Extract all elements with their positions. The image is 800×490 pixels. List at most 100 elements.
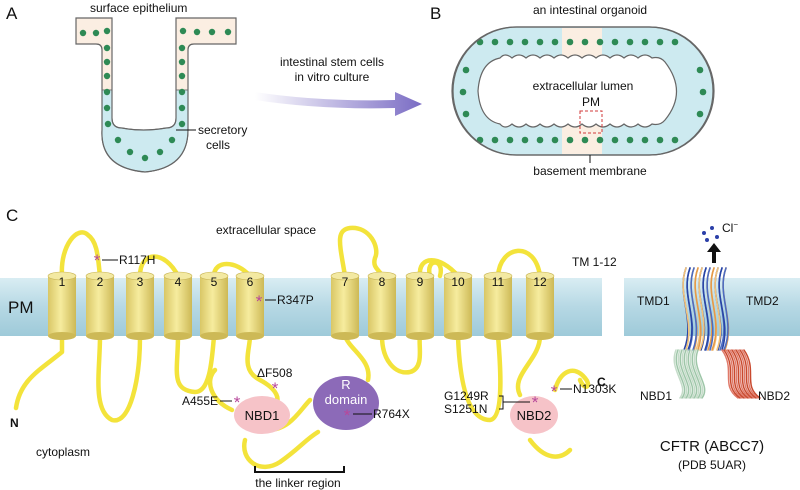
helix-11: 11	[483, 271, 513, 340]
protein-chain	[13, 225, 591, 470]
panel-c-letter: C	[6, 206, 18, 225]
nucleus	[581, 38, 589, 46]
mutation-markers: * R117H * R347P * ΔF508 * A455E * R764X …	[94, 251, 617, 425]
helix-6: 6	[235, 271, 265, 340]
panel-b: B an intestinal organoid extracellular l…	[430, 3, 715, 178]
nucleus	[193, 28, 201, 36]
linker-bracket	[254, 466, 345, 473]
helix-number-6: 6	[247, 275, 254, 289]
helix-12: 12	[525, 271, 555, 340]
nucleus	[699, 88, 707, 96]
helix-number-4: 4	[175, 275, 182, 289]
helix-number-3: 3	[137, 275, 144, 289]
helix-number-1: 1	[59, 275, 66, 289]
nucleus	[656, 38, 664, 46]
organoid-lumen	[477, 54, 677, 128]
nucleus	[536, 38, 544, 46]
cytoplasm-label: cytoplasm	[36, 445, 90, 459]
nucleus	[178, 120, 186, 128]
nucleus	[626, 136, 634, 144]
cftr-ribbon	[673, 267, 761, 399]
nucleus	[224, 28, 232, 36]
nucleus	[208, 28, 216, 36]
surface-epithelium-label: surface epithelium	[90, 1, 187, 15]
helix-10: 10	[443, 271, 473, 340]
structure-title: CFTR (ABCC7)	[660, 438, 764, 455]
nucleus	[671, 38, 679, 46]
helix-number-9: 9	[417, 275, 424, 289]
nucleus	[459, 88, 467, 96]
panel-c: C extracellular space PM TM 1-12	[0, 206, 800, 490]
nucleus	[491, 136, 499, 144]
nbd1-domain	[234, 396, 290, 434]
nbd1-label: NBD1	[245, 408, 280, 423]
mutation-f508: ΔF508	[257, 366, 293, 380]
mutation-g1249r: G1249R	[444, 389, 489, 403]
mutation-star-r764x: *	[344, 406, 351, 425]
nucleus	[611, 38, 619, 46]
nucleus	[506, 136, 514, 144]
mutation-star-g1249r-s1251n: *	[532, 393, 539, 412]
nucleus	[551, 136, 559, 144]
nucleus	[104, 120, 112, 128]
helix-number-8: 8	[379, 275, 386, 289]
helix-1: 1	[47, 271, 77, 340]
chloride-ions	[702, 226, 719, 242]
nucleus	[641, 136, 649, 144]
nucleus	[103, 72, 111, 80]
basement-membrane-label: basement membrane	[533, 164, 647, 178]
lumen-label: extracellular lumen	[533, 79, 634, 93]
c-terminus-label: C	[597, 375, 606, 389]
panel-a-letter: A	[6, 4, 18, 23]
helix-number-12: 12	[533, 275, 547, 289]
structure-nbd2-label: NBD2	[758, 389, 790, 403]
nucleus	[79, 29, 87, 37]
nucleus	[103, 104, 111, 112]
arrow-text-line2: in vitro culture	[295, 70, 370, 84]
panel-b-letter: B	[430, 4, 441, 23]
culture-arrow: intestinal stem cells in vitro culture	[255, 55, 422, 116]
nucleus	[641, 38, 649, 46]
pm-label: PM	[8, 298, 34, 317]
helix-7: 7	[330, 271, 360, 340]
nucleus	[671, 136, 679, 144]
extracellular-label: extracellular space	[216, 223, 316, 237]
organoid-title: an intestinal organoid	[533, 3, 647, 17]
nucleus	[168, 136, 176, 144]
crypt-nuclei	[79, 27, 232, 162]
nucleus	[696, 66, 704, 74]
nbd2-domain	[510, 396, 558, 434]
nucleus	[462, 66, 470, 74]
mutation-r117h: R117H	[119, 253, 155, 267]
nucleus	[126, 148, 134, 156]
helix-number-7: 7	[342, 275, 349, 289]
mutation-r347p: R347P	[277, 293, 314, 307]
nucleus	[611, 136, 619, 144]
nucleus	[92, 29, 100, 37]
nucleus	[462, 110, 470, 118]
chloride-charge: −	[733, 220, 738, 229]
secretory-label-1: secretory	[198, 123, 247, 137]
nucleus	[178, 104, 186, 112]
mutation-star-a455e: *	[234, 393, 241, 412]
nucleus	[178, 58, 186, 66]
nucleus	[103, 58, 111, 66]
nucleus	[566, 136, 574, 144]
nucleus	[141, 154, 149, 162]
helix-5: 5	[199, 271, 229, 340]
nucleus	[103, 44, 111, 52]
r-domain	[313, 376, 379, 430]
arrow-text-line1: intestinal stem cells	[280, 55, 384, 69]
nucleus	[581, 136, 589, 144]
helix-number-5: 5	[211, 275, 218, 289]
chloride-label: Cl−	[722, 220, 738, 235]
nucleus	[114, 136, 122, 144]
mutation-r764x: R764X	[373, 407, 410, 421]
helix-number-2: 2	[97, 275, 104, 289]
helix-8: 8	[367, 271, 397, 340]
nucleus	[626, 38, 634, 46]
helix-9: 9	[405, 271, 435, 340]
mutation-star-f508: *	[272, 379, 279, 398]
